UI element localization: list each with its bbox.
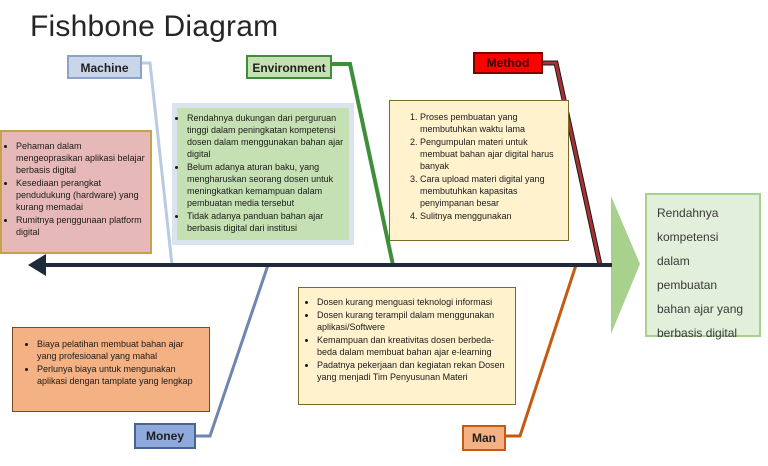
list-item: Rumitnya penggunaan platform digital xyxy=(16,214,146,238)
method-causes-list: Proses pembuatan yang membutuhkan waktu … xyxy=(390,111,562,222)
list-item: Padatnya pekerjaan dan kegiatan rekan Do… xyxy=(317,359,509,383)
environment-causes-box: Rendahnya dukungan dari perguruan tinggi… xyxy=(172,103,354,245)
man-bone xyxy=(505,264,578,438)
list-item: Kemampuan dan kreativitas dosen berbeda-… xyxy=(317,334,509,358)
man-causes-box: Dosen kurang menguasi teknologi informas… xyxy=(298,287,516,405)
machine-label: Machine xyxy=(67,55,142,79)
list-item: Dosen kurang terampil dalam menggunakan … xyxy=(317,309,509,333)
list-item: Tidak adanya panduan bahan ajar berbasis… xyxy=(187,210,345,234)
list-item: Cara upload materi digital yang membutuh… xyxy=(420,173,562,209)
method-causes-box: Proses pembuatan yang membutuhkan waktu … xyxy=(389,100,569,241)
environment-bone xyxy=(330,62,395,266)
machine-bone xyxy=(142,61,174,266)
list-item: Sulitnya menggunakan xyxy=(420,210,562,222)
list-item: Pehaman dalam mengeoprasikan aplikasi be… xyxy=(16,140,146,176)
list-item: Rendahnya dukungan dari perguruan tinggi… xyxy=(187,112,345,160)
machine-causes-list: Pehaman dalam mengeoprasikan aplikasi be… xyxy=(2,140,146,238)
spine-arrow-tail xyxy=(28,254,46,276)
money-label: Money xyxy=(134,423,196,449)
environment-causes-list: Rendahnya dukungan dari perguruan tinggi… xyxy=(181,112,345,234)
effect-box: Rendahnya kompetensi dalam pembuatan bah… xyxy=(645,193,761,340)
diagram-title: Fishbone Diagram xyxy=(30,10,279,43)
machine-causes-box: Pehaman dalam mengeoprasikan aplikasi be… xyxy=(0,130,152,254)
effect-arrow-head xyxy=(611,196,640,334)
list-item: Dosen kurang menguasi teknologi informas… xyxy=(317,296,509,308)
list-item: Perlunya biaya untuk mengunakan aplikasi… xyxy=(37,363,203,387)
list-item: Belum adanya aturan baku, yang mengharus… xyxy=(187,161,345,209)
list-item: Pengumpulan materi untuk membuat bahan a… xyxy=(420,136,562,172)
money-causes-list: Biaya pelatihan membuat bahan ajar yang … xyxy=(13,338,203,387)
man-label: Man xyxy=(462,425,506,451)
list-item: Proses pembuatan yang membutuhkan waktu … xyxy=(420,111,562,135)
man-causes-list: Dosen kurang menguasi teknologi informas… xyxy=(299,296,509,383)
money-bone xyxy=(195,264,270,438)
money-causes-box: Biaya pelatihan membuat bahan ajar yang … xyxy=(12,327,210,412)
list-item: Biaya pelatihan membuat bahan ajar yang … xyxy=(37,338,203,362)
environment-label: Environment xyxy=(246,55,332,79)
method-label: Method xyxy=(473,52,543,74)
list-item: Kesediaan perangkat pendudukung (hardwar… xyxy=(16,177,146,213)
